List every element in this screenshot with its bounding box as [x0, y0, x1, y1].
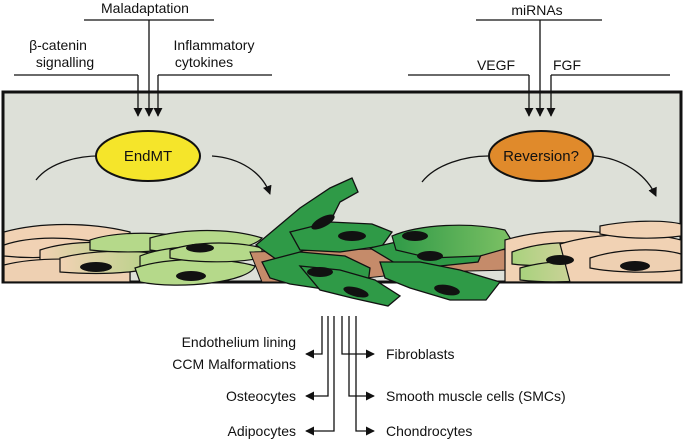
- beta-catenin-label-line2: signalling: [36, 54, 94, 70]
- curved-arrow-left-out: [211, 155, 272, 195]
- nucleus: [186, 243, 214, 253]
- endmt-bubble: [95, 130, 201, 182]
- chondrocytes-label: Chondrocytes: [386, 423, 472, 439]
- mirnas-label: miRNAs: [511, 2, 562, 18]
- maladaptation-label: Maladaptation: [101, 0, 189, 16]
- nucleus: [80, 262, 112, 272]
- ccm-malformations-label: CCM Malformations: [172, 356, 296, 372]
- cell-nuclei: [307, 214, 460, 298]
- endothelium-lining-label: Endothelium lining: [182, 334, 296, 350]
- reversion-bubble: [488, 130, 594, 182]
- endothelial-cells-left: [3, 223, 202, 283]
- curved-arrow-right-in: [421, 155, 489, 183]
- outcome-arrows: [305, 316, 375, 436]
- fibroblasts-label: Fibroblasts: [386, 346, 454, 362]
- endmt-label: EndMT: [124, 148, 172, 165]
- cytokines-label: cytokines: [175, 54, 233, 70]
- smcs-label: Smooth muscle cells (SMCs): [386, 388, 566, 404]
- vegf-label: VEGF: [477, 57, 515, 73]
- inflammatory-label: Inflammatory: [174, 37, 255, 53]
- osteocytes-label: Osteocytes: [226, 388, 296, 404]
- nucleus: [176, 271, 206, 281]
- adipocytes-label: Adipocytes: [228, 423, 296, 439]
- nucleus: [620, 261, 650, 271]
- top-right-inputs: [408, 19, 670, 117]
- beta-catenin-label: β-catenin: [29, 37, 87, 53]
- nucleus: [546, 255, 574, 265]
- curved-arrow-right-out: [593, 155, 657, 197]
- reversion-label: Reversion?: [503, 148, 579, 165]
- top-left-inputs: [14, 19, 272, 117]
- fgf-label: FGF: [553, 57, 581, 73]
